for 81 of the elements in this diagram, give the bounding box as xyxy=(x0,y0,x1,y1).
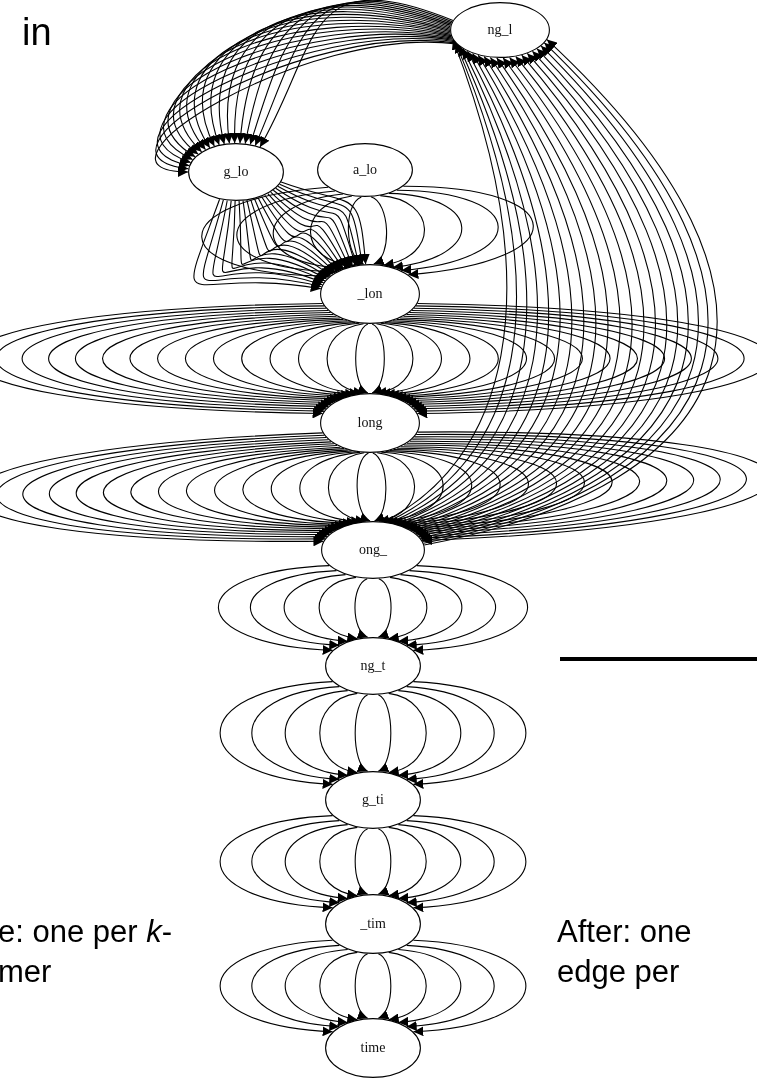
node-label: ong_ xyxy=(359,542,387,558)
node-ellipse xyxy=(317,143,413,197)
slide-text: e: one per k-mer xyxy=(0,913,173,992)
node-ellipse xyxy=(188,143,284,201)
arrow xyxy=(251,820,340,907)
node-label: time xyxy=(360,1040,386,1056)
arrow xyxy=(284,824,349,903)
arrow xyxy=(397,574,463,646)
node-ellipse xyxy=(320,393,420,453)
arrow xyxy=(310,195,355,269)
arrow xyxy=(201,186,331,281)
arrow xyxy=(319,951,358,1023)
arrow xyxy=(319,826,358,899)
arrow xyxy=(251,686,340,784)
arrow xyxy=(354,578,369,638)
arrow xyxy=(406,944,495,1031)
arrow xyxy=(406,820,495,907)
arrow xyxy=(402,185,534,279)
arrow xyxy=(405,313,638,408)
slide-text: in xyxy=(22,10,53,55)
node-ellipse xyxy=(320,264,420,324)
arrow xyxy=(217,565,334,655)
arrow xyxy=(354,828,369,895)
arrow xyxy=(219,815,334,912)
node-label: g_lo xyxy=(223,164,249,180)
arrow xyxy=(388,826,427,899)
arrow xyxy=(388,576,428,642)
node-ellipse xyxy=(321,521,425,579)
node-label: g_ti xyxy=(362,792,384,808)
arrow xyxy=(377,694,392,772)
arrow xyxy=(319,692,358,776)
arrow xyxy=(412,939,527,1036)
node-ellipse xyxy=(325,894,421,954)
arrow xyxy=(249,570,340,650)
arrow xyxy=(219,681,334,789)
node-label: long xyxy=(357,415,383,431)
node-label: _lon xyxy=(357,286,383,302)
arrow xyxy=(397,690,462,779)
arrow xyxy=(375,323,414,396)
arrow xyxy=(377,578,392,638)
arrow xyxy=(236,190,338,276)
arrow xyxy=(283,574,349,646)
arrow xyxy=(326,323,365,396)
node-ellipse xyxy=(325,771,421,829)
arrow xyxy=(412,681,527,789)
arrow xyxy=(372,452,387,522)
arrow xyxy=(388,951,427,1023)
arrow xyxy=(219,939,334,1036)
arrow xyxy=(356,452,371,522)
node-label: a_lo xyxy=(352,162,378,178)
node-ellipse xyxy=(325,1018,421,1078)
arrow xyxy=(251,944,340,1031)
arrow xyxy=(355,323,369,394)
arrow xyxy=(397,948,462,1027)
arrow xyxy=(318,576,358,642)
arrow xyxy=(388,192,463,271)
arrow xyxy=(412,565,529,655)
arrow xyxy=(396,189,499,275)
arrow xyxy=(397,824,462,903)
arrow xyxy=(377,953,392,1019)
arrow xyxy=(354,694,369,772)
arrow xyxy=(379,195,425,268)
arrow xyxy=(406,686,495,784)
arrow xyxy=(412,815,527,912)
node-ellipse xyxy=(450,2,550,58)
arrow xyxy=(370,196,388,265)
node-label: ng_t xyxy=(360,658,386,674)
arrow xyxy=(284,690,349,779)
arrow xyxy=(388,692,427,776)
node-label: _tim xyxy=(360,916,386,932)
arrow xyxy=(284,948,349,1027)
arrow xyxy=(371,323,385,394)
slide-text: After: one edge per xyxy=(557,913,693,992)
arrow xyxy=(347,196,365,265)
arrow xyxy=(377,828,392,895)
arrow xyxy=(380,451,444,525)
arrow xyxy=(354,953,369,1019)
node-label: ng_l xyxy=(487,22,513,38)
arrow xyxy=(406,570,497,650)
node-ellipse xyxy=(325,637,421,695)
arrow xyxy=(376,452,416,524)
